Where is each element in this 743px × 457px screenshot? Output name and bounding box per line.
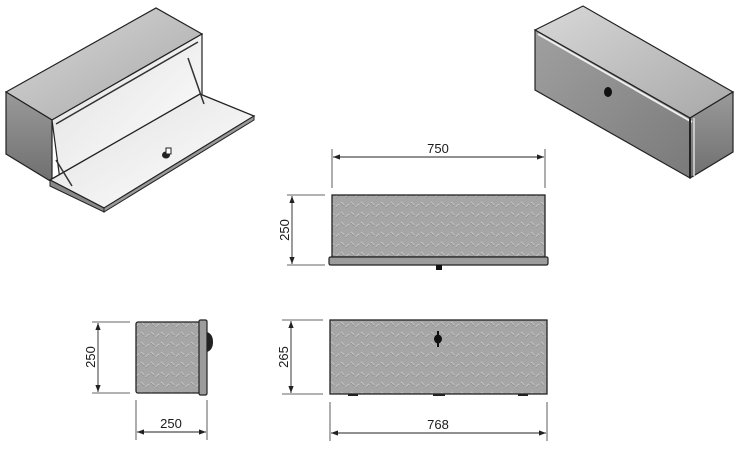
dim-front-width: 768 (427, 417, 449, 432)
isometric-closed-view (533, 5, 735, 180)
dim-front-height: 265 (276, 346, 291, 368)
isometric-open-view (4, 7, 256, 213)
dim-side-depth: 250 (160, 416, 182, 431)
dim-side-height: 250 (83, 346, 98, 368)
front-view: 265 768 (276, 319, 548, 441)
dim-top-width: 750 (427, 141, 449, 156)
dim-top-depth: 250 (277, 219, 292, 241)
side-view: 250 250 (83, 319, 213, 440)
top-view: 750 250 (277, 141, 549, 270)
